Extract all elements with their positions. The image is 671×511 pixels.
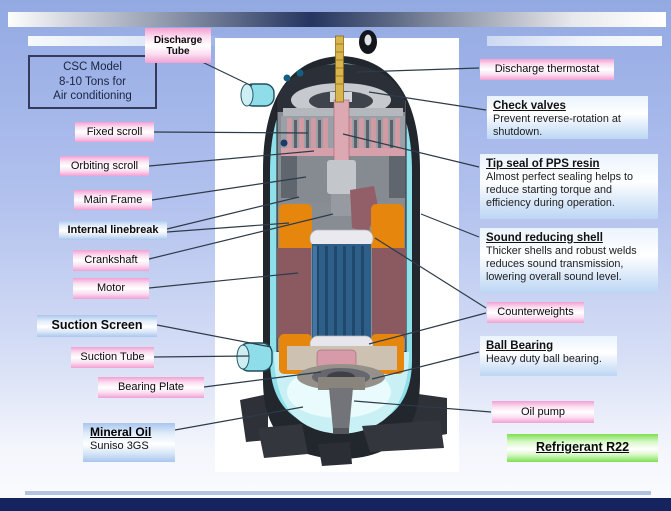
line-oil-pump <box>353 400 492 413</box>
bottom-navy-bar <box>0 498 671 511</box>
front-feet <box>258 420 444 466</box>
label-suction-screen: Suction Screen <box>37 315 157 337</box>
line-sound-shell <box>420 213 480 238</box>
label-motor: Motor <box>73 278 149 299</box>
oil-pump-shaft <box>329 388 353 430</box>
line-tip-seal <box>342 133 480 168</box>
line-suction-tube <box>153 355 250 358</box>
label-refrigerant: Refrigerant R22 <box>507 434 658 462</box>
discharge-tube-part <box>240 83 275 107</box>
rotor <box>312 244 371 340</box>
tip-seal-title: Tip seal of PPS resin <box>486 158 600 170</box>
callout-ball-bearing: Ball Bearing Heavy duty ball bearing. <box>480 336 617 376</box>
ball-bearing-title: Ball Bearing <box>486 340 554 352</box>
ball-bearing-body: Heavy duty ball bearing. <box>486 353 602 366</box>
motor-part <box>277 204 406 374</box>
label-internal-linebreak: Internal linebreak <box>59 220 167 240</box>
label-fixed-scroll: Fixed scroll <box>75 122 154 142</box>
line-bearing-plate <box>203 371 322 388</box>
crankshaft-part <box>327 92 378 232</box>
model-title-box: CSC Model 8-10 Tons for Air conditioning <box>28 55 157 109</box>
line-crankshaft <box>148 213 334 260</box>
top-gradient-bar <box>8 12 666 27</box>
callout-lines <box>148 59 492 431</box>
line-check-valves <box>368 91 487 111</box>
label-main-frame: Main Frame <box>74 190 152 210</box>
label-oil-pump: Oil pump <box>492 401 594 423</box>
line-mineral-oil <box>174 406 304 431</box>
line-fixed-scroll <box>153 131 309 134</box>
label-suction-tube: Suction Tube <box>71 347 154 368</box>
label-discharge-thermostat: Discharge thermostat <box>480 59 614 80</box>
label-bearing-plate: Bearing Plate <box>98 377 204 398</box>
line-suction-screen <box>156 324 272 348</box>
callout-check-valves: Check valves Prevent reverse-rotation at… <box>487 96 648 139</box>
callout-sound-shell: Sound reducing shell Thicker shells and … <box>480 228 658 293</box>
mineral-oil-subtitle: Suniso 3GS <box>90 440 149 452</box>
line-discharge-tube <box>197 59 253 87</box>
label-orbiting-scroll: Orbiting scroll <box>60 156 149 176</box>
bearing-assembly <box>287 346 397 434</box>
lifting-lug <box>359 30 377 54</box>
line-ball-bearing <box>371 351 480 380</box>
discharge-bolt <box>335 35 344 103</box>
label-crankshaft: Crankshaft <box>73 250 149 271</box>
line-counterweights-a <box>374 237 487 309</box>
check-valves-body: Prevent reverse-rotation at shutdown. <box>493 113 621 138</box>
label-discharge-tube: Discharge Tube <box>145 28 211 63</box>
line-motor <box>148 272 299 289</box>
sound-shell-body: Thicker shells and robust welds reduces … <box>486 245 637 283</box>
line-main-frame <box>151 176 307 201</box>
sub-bar-right <box>487 36 662 46</box>
line-internal-linebreak-a <box>166 196 300 230</box>
sound-shell-title: Sound reducing shell <box>486 232 603 244</box>
sub-bar-left <box>28 36 223 46</box>
line-internal-linebreak-b <box>166 222 290 233</box>
line-discharge-thermostat <box>356 67 480 73</box>
callout-tip-seal: Tip seal of PPS resin Almost perfect sea… <box>480 154 658 219</box>
bottom-rule <box>25 491 651 495</box>
mineral-oil-title: Mineral Oil <box>90 425 152 439</box>
line-orbiting-scroll <box>148 150 315 167</box>
line-counterweights-b <box>368 312 487 345</box>
tip-seal-body: Almost perfect sealing helps to reduce s… <box>486 171 634 209</box>
label-mineral-oil: Mineral Oil Suniso 3GS <box>83 423 175 462</box>
suction-tube-part <box>236 342 273 372</box>
check-valves-title: Check valves <box>493 100 566 112</box>
label-counterweights: Counterweights <box>487 302 584 323</box>
